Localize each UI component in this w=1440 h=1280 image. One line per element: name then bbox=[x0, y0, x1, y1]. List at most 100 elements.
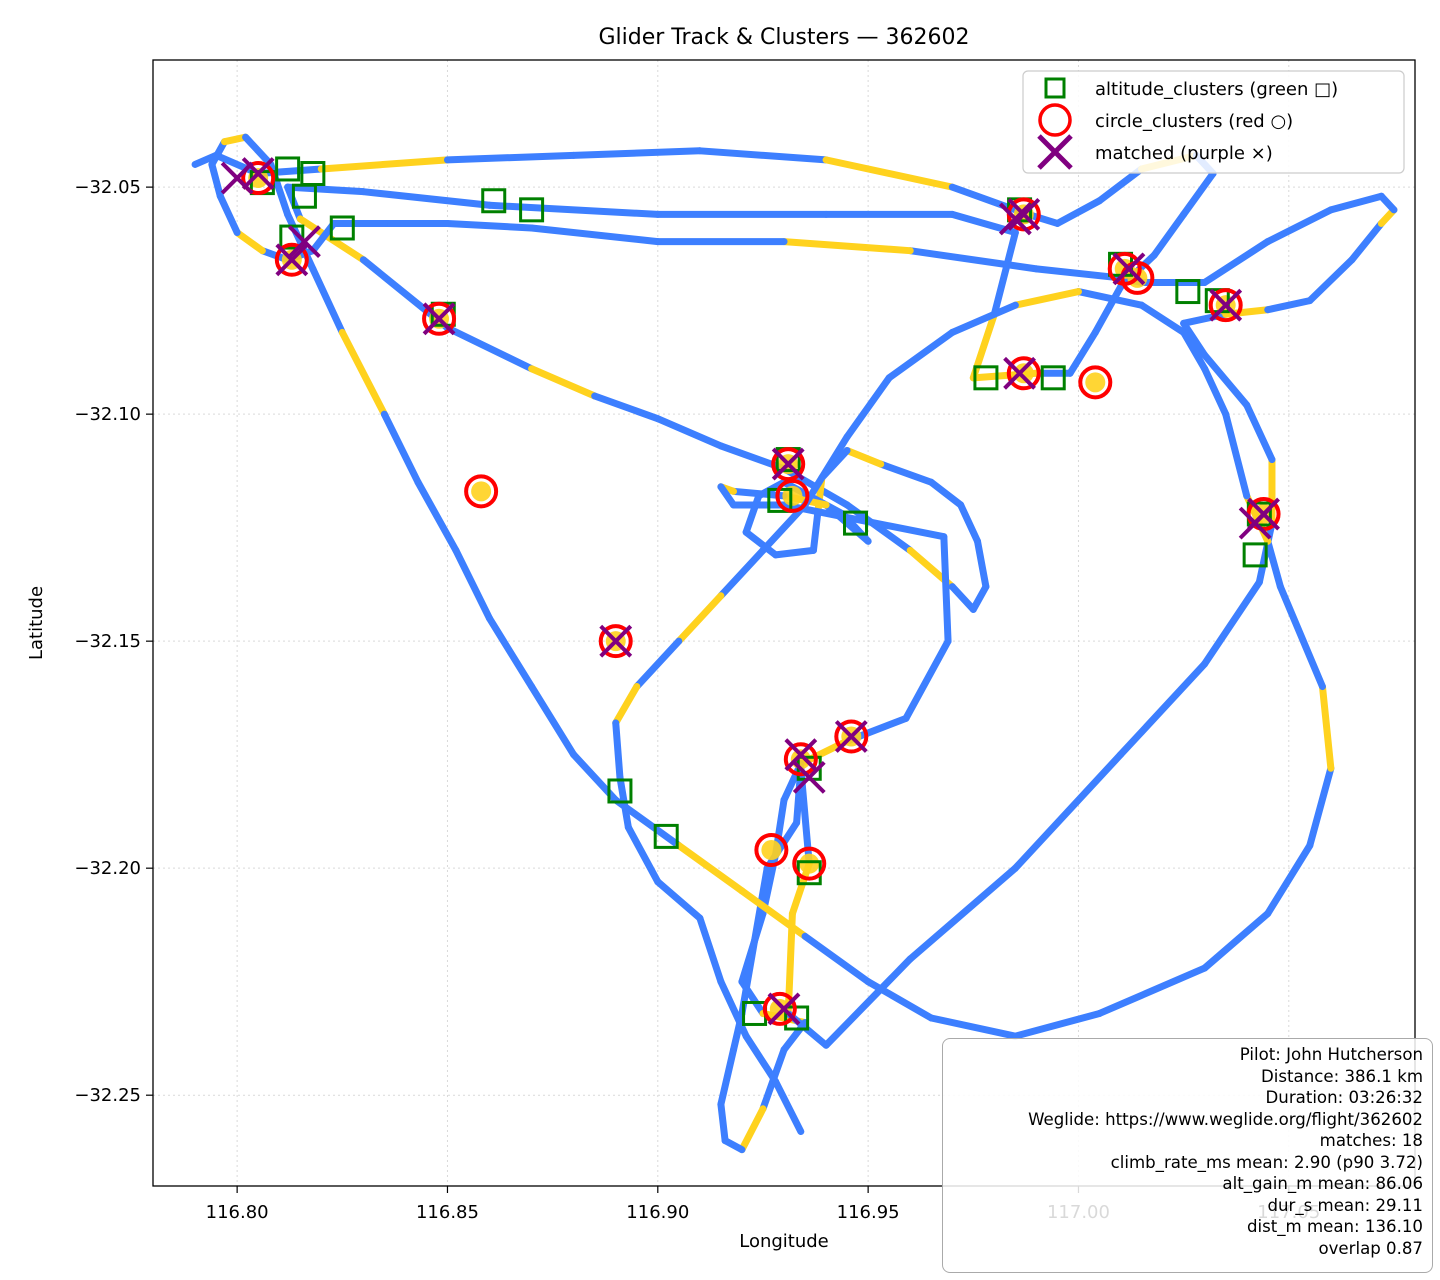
altitude-cluster-marker bbox=[653, 823, 679, 849]
track-segment bbox=[1096, 165, 1146, 205]
altitude-cluster-marker bbox=[1040, 365, 1066, 391]
track-segment bbox=[780, 238, 914, 255]
track-segment bbox=[1074, 288, 1146, 309]
circle-cluster-marker bbox=[775, 478, 810, 513]
matched-marker bbox=[599, 624, 633, 658]
x-axis-label: Longitude bbox=[739, 1231, 829, 1252]
track-segment bbox=[1066, 328, 1099, 377]
x-tick-label: 116.95 bbox=[837, 1202, 900, 1223]
track-segment bbox=[1180, 319, 1209, 359]
track-series bbox=[191, 133, 1398, 1154]
track-segment bbox=[486, 201, 662, 218]
track-segment bbox=[906, 247, 1040, 273]
circle-cluster-marker bbox=[1208, 288, 1243, 323]
track-segment bbox=[801, 433, 851, 509]
track-segment bbox=[1306, 764, 1335, 849]
track-segment bbox=[843, 446, 885, 468]
track-segment bbox=[443, 151, 578, 164]
track-segment bbox=[1222, 410, 1251, 500]
matched-series bbox=[220, 157, 1280, 1026]
matched-marker bbox=[1238, 506, 1272, 540]
matched-marker bbox=[771, 447, 805, 481]
track-segment bbox=[1011, 1009, 1103, 1040]
legend-label-altitude-clusters: altitude_clusters (green □) bbox=[1095, 79, 1338, 100]
plot-frame bbox=[152, 59, 1416, 1187]
track-segment bbox=[359, 188, 494, 209]
track-segment bbox=[1318, 683, 1335, 772]
track-segment bbox=[906, 864, 1019, 963]
track-segment bbox=[1201, 365, 1230, 418]
altitude-cluster-marker bbox=[607, 778, 633, 804]
chart-title: Glider Track & Clusters — 362602 bbox=[598, 25, 969, 50]
info-pilot: Pilot: John Hutcherson bbox=[1239, 1045, 1423, 1064]
circle-cluster-marker bbox=[1078, 365, 1113, 400]
track-segment bbox=[1243, 401, 1276, 464]
track-segment bbox=[1201, 578, 1263, 668]
circling-blob bbox=[1013, 363, 1034, 384]
y-tick-label: −32.10 bbox=[74, 404, 141, 425]
legend-marker-altitude-clusters bbox=[1044, 77, 1066, 99]
track-segment bbox=[809, 510, 822, 554]
track-segment bbox=[864, 978, 935, 1022]
circle-cluster-marker bbox=[762, 991, 797, 1026]
track-segment bbox=[216, 192, 241, 237]
track-segment bbox=[284, 183, 367, 196]
track-segment bbox=[233, 229, 266, 255]
track-segment bbox=[843, 374, 893, 441]
info-matches: matches: 18 bbox=[1319, 1131, 1423, 1150]
info-climb-rate: climb_rate_ms mean: 2.90 (p90 3.72) bbox=[1110, 1152, 1423, 1172]
circling-blob bbox=[799, 853, 820, 874]
matched-marker bbox=[767, 992, 801, 1026]
track-segment bbox=[885, 328, 956, 382]
circle-cluster-marker bbox=[834, 719, 869, 754]
track-segment bbox=[1138, 301, 1188, 336]
y-axis-ticks: −32.05−32.10−32.15−32.20−32.25 bbox=[74, 177, 153, 1106]
track-segment bbox=[696, 914, 725, 986]
altitude-cluster-marker bbox=[1242, 542, 1268, 568]
track-segment bbox=[633, 637, 683, 691]
circle-cluster-marker bbox=[274, 242, 309, 277]
altitude-cluster-marker bbox=[973, 365, 999, 391]
x-tick-label: 116.80 bbox=[206, 1202, 269, 1223]
track-segment bbox=[1053, 197, 1103, 227]
info-weglide-link[interactable]: Weglide: https://www.weglide.org/flight/… bbox=[1028, 1109, 1423, 1129]
track-segment bbox=[1180, 310, 1230, 327]
track-segment bbox=[902, 637, 952, 722]
circle-cluster-marker bbox=[771, 447, 806, 482]
track-segment bbox=[414, 478, 460, 554]
track-segment bbox=[927, 478, 965, 509]
matched-marker bbox=[241, 157, 275, 190]
track-segment bbox=[528, 365, 599, 400]
circle-cluster-marker bbox=[241, 161, 276, 196]
circling-blob bbox=[1085, 372, 1106, 393]
track-segment bbox=[969, 583, 990, 613]
plot-area bbox=[191, 133, 1398, 1154]
track-segment bbox=[717, 483, 738, 509]
track-segment bbox=[443, 219, 536, 232]
track-segment bbox=[1348, 219, 1385, 264]
track-segment bbox=[696, 147, 830, 164]
track-segment bbox=[822, 955, 914, 1049]
track-segment bbox=[957, 501, 982, 545]
track-segment bbox=[1011, 288, 1082, 309]
track-segment bbox=[1306, 256, 1356, 305]
track-segment bbox=[452, 546, 494, 622]
track-segment bbox=[1091, 283, 1125, 336]
track-segment bbox=[591, 392, 662, 423]
track-segment bbox=[763, 819, 801, 872]
track-segment bbox=[309, 265, 346, 336]
track-segment bbox=[940, 533, 952, 645]
track-segment bbox=[717, 546, 767, 600]
track-segment bbox=[974, 537, 990, 591]
circling-blob bbox=[761, 840, 782, 861]
track-segment bbox=[624, 823, 662, 886]
track-segment bbox=[338, 328, 388, 418]
track-segment bbox=[738, 864, 771, 1017]
circle-cluster-marker bbox=[422, 301, 457, 336]
x-tick-label: 116.90 bbox=[626, 1202, 689, 1223]
track-segment bbox=[927, 1014, 1019, 1040]
info-duration-mean: dur_s mean: 29.11 bbox=[1267, 1195, 1423, 1215]
matched-marker bbox=[422, 302, 456, 336]
track-segment bbox=[1327, 192, 1385, 214]
matched-marker bbox=[1003, 356, 1036, 390]
